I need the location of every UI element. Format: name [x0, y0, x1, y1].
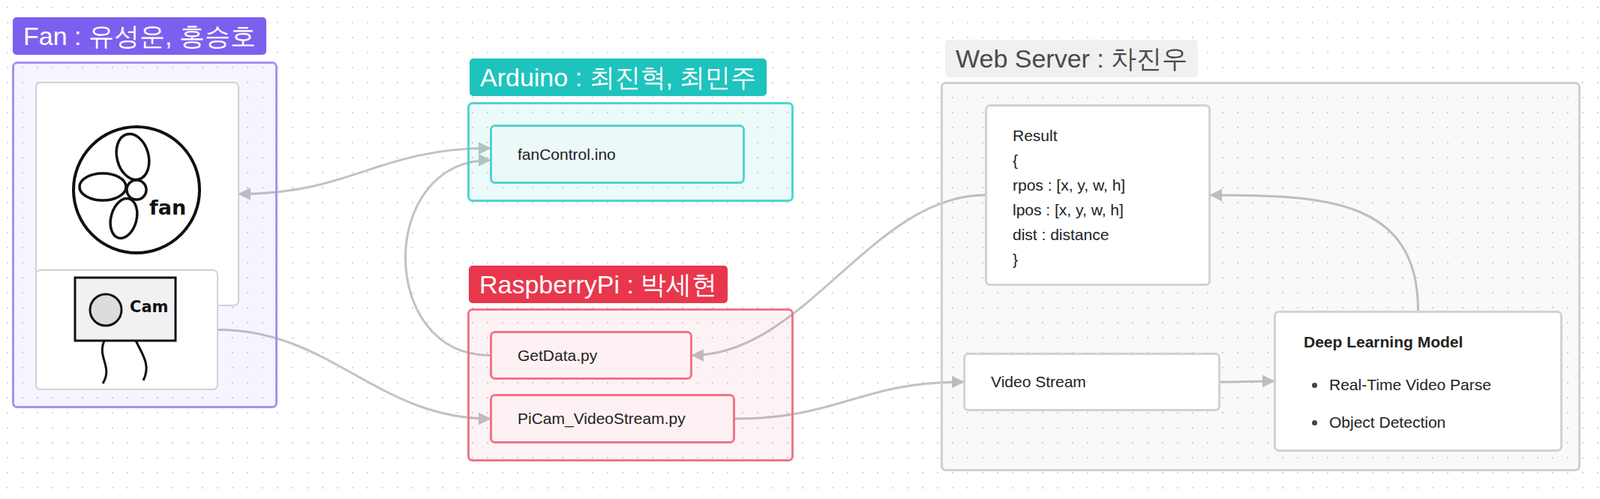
camera-label: Cam — [129, 297, 169, 316]
box-label: fanControl.ino — [517, 145, 616, 164]
model-title: Deep Learning Model — [1303, 330, 1546, 354]
group-heading-text: RaspberryPi : 박세현 — [479, 270, 718, 299]
model-box: Deep Learning ModelReal-Time Video Parse… — [1273, 310, 1563, 452]
camera-box: Cam — [35, 269, 219, 391]
bullet-row: Object Detection — [1303, 403, 1546, 442]
result-box: Result{rpos : [x, y, w, h]lpos : [x, y, … — [984, 104, 1211, 286]
group-heading: Web Server : 차진우 — [945, 39, 1198, 78]
fan-label: fan — [149, 195, 187, 220]
group-heading-text: Fan : 유성운, 홍승호 — [23, 21, 256, 51]
box-label: GetData.py — [517, 346, 598, 365]
group-heading-text: Web Server : 차진우 — [955, 44, 1188, 73]
result-line: lpos : [x, y, w, h] — [1012, 197, 1183, 223]
group-box: Web Server : 차진우Result{rpos : [x, y, w, … — [940, 81, 1581, 472]
group-heading: RaspberryPi : 박세현 — [468, 265, 728, 304]
result-line: Result — [1012, 123, 1183, 148]
group-box: Arduino : 최진혁, 최민주fanControl.ino — [467, 102, 794, 202]
bullet-dot — [1311, 420, 1318, 426]
box-label: Video Stream — [990, 372, 1087, 391]
group-heading-text: Arduino : 최진혁, 최민주 — [480, 63, 757, 92]
box-label: PiCam_VideoStream.py — [517, 409, 686, 428]
bullet-text: Real-Time Video Parse — [1329, 375, 1492, 394]
result-line: { — [1012, 147, 1183, 173]
group-heading: Arduino : 최진혁, 최민주 — [469, 58, 767, 97]
bullet-text: Object Detection — [1329, 413, 1446, 432]
group-box: Fan : 유성운, 홍승호 fan Cam — [12, 61, 278, 409]
process-box: GetData.py — [489, 330, 693, 380]
bullet-row: Real-Time Video Parse — [1303, 366, 1546, 404]
process-box: Video Stream — [963, 352, 1221, 412]
group-heading: Fan : 유성운, 홍승호 — [12, 17, 267, 55]
process-box: fanControl.ino — [489, 124, 745, 184]
group-box: RaspberryPi : 박세현GetData.pyPiCam_VideoSt… — [467, 308, 794, 462]
process-box: PiCam_VideoStream.py — [489, 393, 736, 444]
result-line: rpos : [x, y, w, h] — [1012, 172, 1183, 198]
result-line: } — [1012, 246, 1183, 272]
result-line: dist : distance — [1012, 222, 1183, 247]
bullet-dot — [1311, 382, 1318, 388]
camera-illustration — [36, 270, 220, 392]
